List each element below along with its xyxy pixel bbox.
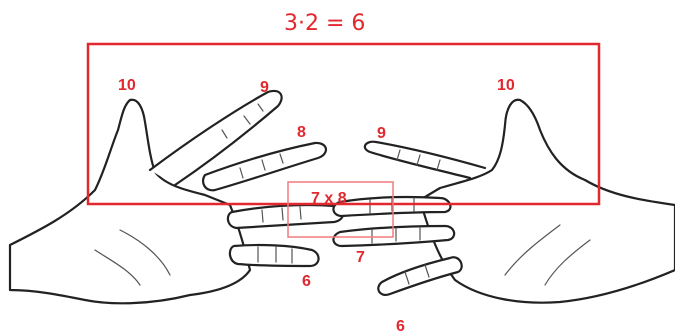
right-thumb-label: 10 <box>497 77 515 94</box>
left-middle-label: 8 <box>297 124 306 141</box>
left-little-label: 6 <box>302 273 311 290</box>
left-ring-finger <box>228 205 343 228</box>
left-index-label: 9 <box>260 79 269 96</box>
right-index-label: 9 <box>377 125 386 142</box>
right-ring-label: 7 <box>356 249 365 266</box>
right-index-finger <box>365 142 485 178</box>
right-little-label: 6 <box>396 318 405 335</box>
left-little-finger <box>230 245 319 266</box>
left-hand <box>10 91 343 303</box>
product-label: 7 x 8 <box>311 190 347 207</box>
right-little-finger <box>378 257 461 295</box>
equation-label: 3·2 = 6 <box>284 11 365 36</box>
left-thumb-label: 10 <box>118 77 136 94</box>
